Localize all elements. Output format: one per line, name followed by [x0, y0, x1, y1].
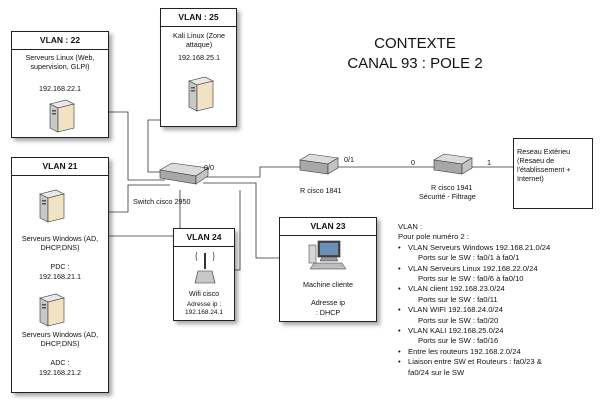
list-item: VLAN Serveurs Linux 192.168.22.0/24	[398, 264, 598, 275]
title-line2: CANAL 93 : POLE 2	[347, 55, 483, 72]
vlan21-server1-desc: Serveurs Windows (AD, DHCP,DNS)	[21, 234, 99, 252]
vlan21-header: VLAN 21	[12, 158, 108, 176]
router2-port-left: 0	[411, 158, 415, 167]
vlan22-box: VLAN : 22 Serveurs Linux (Web, supervisi…	[11, 31, 109, 138]
title-line1: CONTEXTE	[374, 35, 456, 52]
vlan-list-subheading: Pour pole numéro 2 :	[398, 232, 469, 242]
list-item: VLAN client 192.168.23.0/24	[398, 284, 598, 295]
vlan-summary-list: VLAN : Pour pole numéro 2 : VLAN Serveur…	[398, 222, 598, 378]
vlan25-desc: Kali Linux (Zone attaque)	[173, 31, 225, 49]
switch-icon	[159, 162, 209, 185]
vlan21-box: VLAN 21 Serveurs Windows (AD, DHCP,DNS) …	[11, 157, 109, 393]
vlan23-box: VLAN 23 Machine cliente Adresse ip : DHC…	[279, 217, 377, 322]
router2-port-right: 1	[487, 158, 491, 167]
vlan24-ip: 192.168.24.1	[185, 309, 223, 316]
vlan24-header: VLAN 24	[174, 229, 234, 247]
switch-label: Switch cisco 2950	[133, 197, 191, 206]
vlan24-addr-label: Adresse ip :	[186, 301, 222, 308]
switch-port-label: 0/0	[204, 163, 214, 172]
list-item-ports: Ports sur le SW : fa0/1 à fa0/1	[418, 253, 520, 263]
vlan22-desc: Serveurs Linux (Web, supervision, GLPI)	[25, 53, 95, 71]
vlan24-box: VLAN 24 Wifi cisco Adresse ip : 192.168.…	[173, 228, 235, 321]
external-network-label: Reseau Extérieu (Resaeu de l'établisseme…	[517, 147, 571, 183]
list-item-ports: fa0/24 sur le SW	[408, 367, 465, 377]
list-item: VLAN WIFI 192.168.24.0/24	[398, 305, 598, 316]
page-title: CONTEXTE CANAL 93 : POLE 2	[340, 34, 490, 74]
kali-server-icon	[188, 76, 214, 112]
router1-port-label: 0/1	[344, 155, 354, 164]
vlan-list-heading: VLAN :	[398, 222, 423, 231]
router-1941-icon	[433, 153, 473, 175]
linux-server-icon	[49, 99, 75, 133]
vlan23-header: VLAN 23	[280, 218, 376, 236]
vlan23-addr-label: Adresse ip	[311, 298, 345, 307]
vlan24-name: Wifi cisco	[188, 289, 220, 298]
list-item: VLAN KALI 192.168.25.0/24	[398, 326, 598, 337]
list-item: Entre les routeurs 192.168.2.0/24	[398, 347, 598, 358]
router-1841-icon	[299, 153, 339, 175]
list-item-ports: Ports sur le SW : fa0/16	[418, 336, 499, 346]
wifi-access-point-icon	[194, 251, 216, 284]
vlan21-server2-role: ADC :	[50, 358, 70, 367]
list-item-ports: Ports sur le SW : fa0/11	[418, 294, 498, 304]
list-item-ports: Ports sur le SW : fa0/6 à fa0/10	[418, 274, 524, 284]
vlan25-header: VLAN : 25	[161, 9, 236, 27]
router2-sublabel: Sécurité - Filtrage	[419, 192, 476, 201]
external-network-box: Reseau Extérieu (Resaeu de l'établisseme…	[513, 138, 593, 209]
router1-label: R cisco 1841	[300, 186, 342, 195]
vlan21-server1-ip: 192.168.21.1	[39, 272, 81, 281]
vlan23-ip: : DHCP	[315, 308, 341, 317]
list-item: VLAN Serveurs Windows 192.168.21.0/24	[398, 243, 598, 254]
vlan21-server1-role: PDC :	[50, 262, 70, 271]
vlan22-ip: 192.168.22.1	[39, 84, 81, 93]
vlan23-name: Machine cliente	[303, 280, 353, 289]
list-item: Liaison entre SW et Routeurs : fa0/23 &	[398, 357, 598, 368]
list-item-ports: Ports sur le SW : fa0/20	[418, 315, 499, 325]
client-computer-icon	[308, 240, 347, 270]
vlan25-ip: 192.168.25.1	[178, 53, 220, 62]
vlan25-box: VLAN : 25 Kali Linux (Zone attaque) 192.…	[160, 8, 237, 127]
windows-server-adc-icon	[39, 293, 65, 327]
windows-server-pdc-icon	[39, 189, 65, 223]
vlan21-server2-ip: 192.168.21.2	[39, 368, 81, 377]
router2-label: R cisco 1941	[431, 183, 473, 192]
vlan22-header: VLAN : 22	[12, 32, 108, 50]
vlan21-server2-desc: Serveurs Windows (AD, DHCP,DNS)	[21, 330, 99, 348]
link-switch-router1	[205, 166, 300, 178]
